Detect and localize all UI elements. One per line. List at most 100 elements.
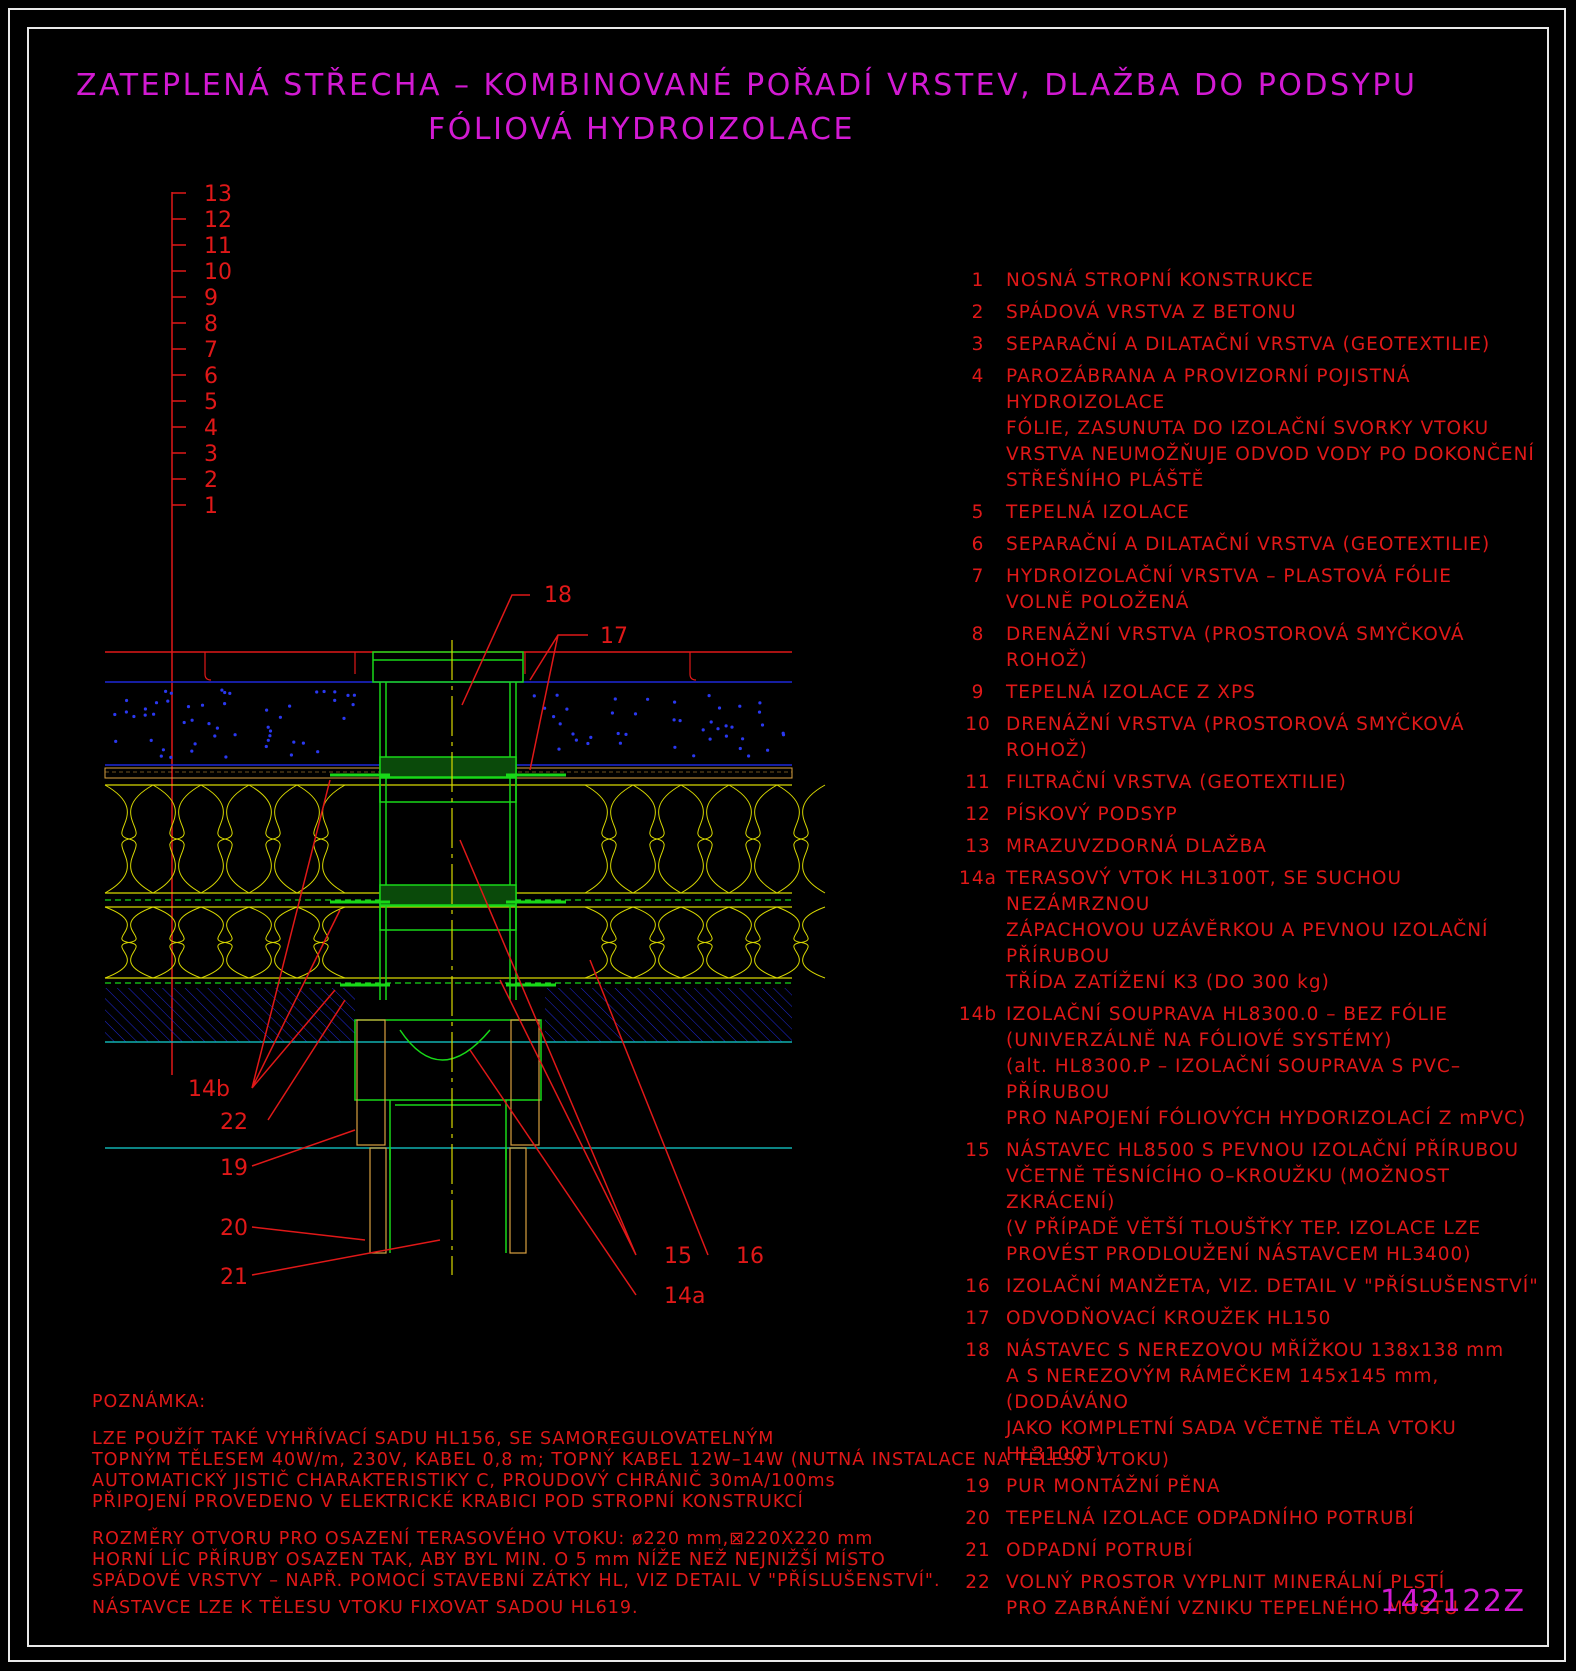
scale-label: 4: [204, 416, 218, 441]
sand-grain: [760, 723, 765, 727]
legend-line: (alt. HL8300.P – IZOLAČNÍ SOUPRAVA S PVC…: [1006, 1056, 1462, 1103]
legend-text: IZOLAČNÍ SOUPRAVA HL8300.0 – BEZ FÓLIE (U…: [1006, 1002, 1540, 1132]
sand-grain: [613, 697, 617, 701]
notes-block: POZNÁMKA: LZE POUŽÍT TAKÉ VYHŘÍVACÍ SADU…: [92, 1392, 1170, 1619]
sand-grain: [278, 715, 282, 719]
insulation-loop: [152, 906, 202, 979]
legend-line: (UNIVERZÁLNĚ NA FÓLIOVÉ SYSTÉMY): [1006, 1030, 1393, 1051]
insulation-loop: [200, 906, 250, 979]
legend-item: 2 SPÁDOVÁ VRSTVA Z BETONU: [950, 300, 1540, 326]
sand-grain: [346, 693, 350, 698]
legend-text: PUR MONTÁŽNÍ PĚNA: [1006, 1474, 1540, 1500]
legend-line: TEPELNÁ IZOLACE: [1006, 502, 1190, 523]
sand-grain: [159, 754, 163, 758]
drain-body: [330, 651, 566, 1160]
legend-line: SPÁDOVÁ VRSTVA Z BETONU: [1006, 302, 1297, 323]
sand-grain: [224, 755, 228, 759]
sand-grain: [333, 698, 337, 703]
legend-line: IZOLAČNÍ SOUPRAVA HL8300.0 – BEZ FÓLIE: [1006, 1004, 1448, 1025]
legend-number: 8: [971, 624, 985, 645]
drawing-number: 142122Z: [1380, 1584, 1526, 1619]
inner-frame: [27, 27, 1549, 1647]
legend-line: NOSNÁ STROPNÍ KONSTRUKCE: [1006, 270, 1314, 291]
scale-label: 10: [204, 260, 232, 285]
sand-grain: [124, 710, 128, 714]
sand-grain: [190, 749, 194, 753]
sand-grain: [161, 748, 165, 752]
legend-number: 3: [971, 334, 985, 355]
legend-text: TEPELNÁ IZOLACE: [1006, 500, 1540, 526]
legend-number: 5: [971, 502, 985, 523]
legend-line: TEPELNÁ IZOLACE ODPADNÍHO POTRUBÍ: [1006, 1508, 1415, 1529]
legend-line: TEPELNÁ IZOLACE Z XPS: [1006, 682, 1256, 703]
legend-text: SPÁDOVÁ VRSTVA Z BETONU: [1006, 300, 1540, 326]
scale-label: 2: [204, 468, 218, 493]
note-line: AUTOMATICKÝ JISTIČ CHARAKTERISTIKY C, PR…: [92, 1471, 836, 1491]
note-line: PŘIPOJENÍ PROVEDENO V ELEKTRICKÉ KRABICI…: [92, 1492, 804, 1512]
legend-text: FILTRAČNÍ VRSTVA (GEOTEXTILIE): [1006, 770, 1540, 796]
legend-line: SEPARAČNÍ A DILATAČNÍ VRSTVA (GEOTEXTILI…: [1006, 534, 1491, 555]
sand-grain: [200, 703, 205, 707]
legend-item: 19 PUR MONTÁŽNÍ PĚNA: [950, 1474, 1540, 1500]
legend-item: 8 DRENÁŽNÍ VRSTVA (PROSTOROVÁ SMYČKOVÁ RO…: [950, 622, 1540, 674]
insulation-loop: [776, 784, 826, 894]
note-line: ROZMĚRY OTVORU PRO OSAZENÍ TERASOVÉHO VT…: [92, 1529, 874, 1549]
scale-label: 9: [204, 286, 218, 311]
sand-grain: [268, 734, 272, 738]
sand-grain: [213, 734, 217, 738]
sand-grain: [114, 739, 118, 744]
legend-line: A S NEREZOVÝM RÁMEČKEM 145x145 mm, (DODÁ…: [1006, 1366, 1440, 1413]
legend-item: 6 SEPARAČNÍ A DILATAČNÍ VRSTVA (GEOTEXTIL…: [950, 532, 1540, 558]
sand-grain: [154, 701, 159, 705]
sand-grain: [717, 706, 722, 710]
sand-grain: [586, 741, 590, 746]
legend-number: 19: [965, 1476, 991, 1497]
legend-line: TERASOVÝ VTOK HL3100T, SE SUCHOU NEZÁMRZ…: [1006, 868, 1402, 915]
sand-grain: [143, 707, 147, 711]
legend-line: NÁSTAVEC HL8500 S PEVNOU IZOLAČNÍ PŘÍRUB…: [1006, 1140, 1520, 1161]
sand-grain: [315, 690, 319, 694]
sand-grain: [558, 722, 562, 726]
sand-grain: [701, 728, 705, 732]
legend-number: 14a: [959, 868, 997, 889]
legend-number: 2: [971, 302, 985, 323]
leader-lines: [251, 594, 709, 1296]
scale-label: 3: [204, 442, 218, 467]
legend-text: PÍSKOVÝ PODSYP: [1006, 802, 1540, 828]
xps-insulation: [104, 784, 826, 894]
insulation-loop: [200, 784, 250, 894]
insulation-loop: [584, 906, 634, 979]
note-line: TOPNÝM TĚLESEM 40W/m, 230V, KABEL 0,8 m;…: [92, 1450, 1170, 1470]
legend-number: 15: [965, 1140, 991, 1161]
legend-number: 7: [971, 566, 985, 587]
sand-grain: [574, 738, 579, 742]
insulation-loop: [248, 784, 298, 894]
sand-grain: [352, 693, 356, 697]
sand-grain: [288, 704, 292, 708]
note-line: SPÁDOVÉ VRSTVY – NAPŘ. POMOCÍ STAVEBNÍ Z…: [92, 1571, 941, 1591]
legend-line: PRO NAPOJENÍ FÓLIOVÝCH HYDORIZOLACÍ Z mP…: [1006, 1108, 1527, 1129]
notes-block-1: LZE POUŽÍT TAKÉ VYHŘÍVACÍ SADU HL156, SE…: [92, 1429, 1170, 1513]
sand-grain: [633, 712, 638, 716]
sand-grain: [149, 738, 153, 743]
sand-grain: [215, 726, 219, 730]
legend-number: 16: [965, 1276, 991, 1297]
sand-grain: [781, 733, 786, 737]
insulation-loop: [296, 784, 346, 894]
callout-17: 17: [600, 624, 628, 649]
sand-grain: [707, 694, 711, 698]
legend-line: PÍSKOVÝ PODSYP: [1006, 804, 1178, 825]
legend-number: 6: [971, 534, 985, 555]
sand-grain: [322, 689, 326, 694]
legend-line: DRENÁŽNÍ VRSTVA (PROSTOROVÁ SMYČKOVÁ ROH…: [1006, 624, 1465, 671]
sand-grain: [164, 689, 168, 694]
